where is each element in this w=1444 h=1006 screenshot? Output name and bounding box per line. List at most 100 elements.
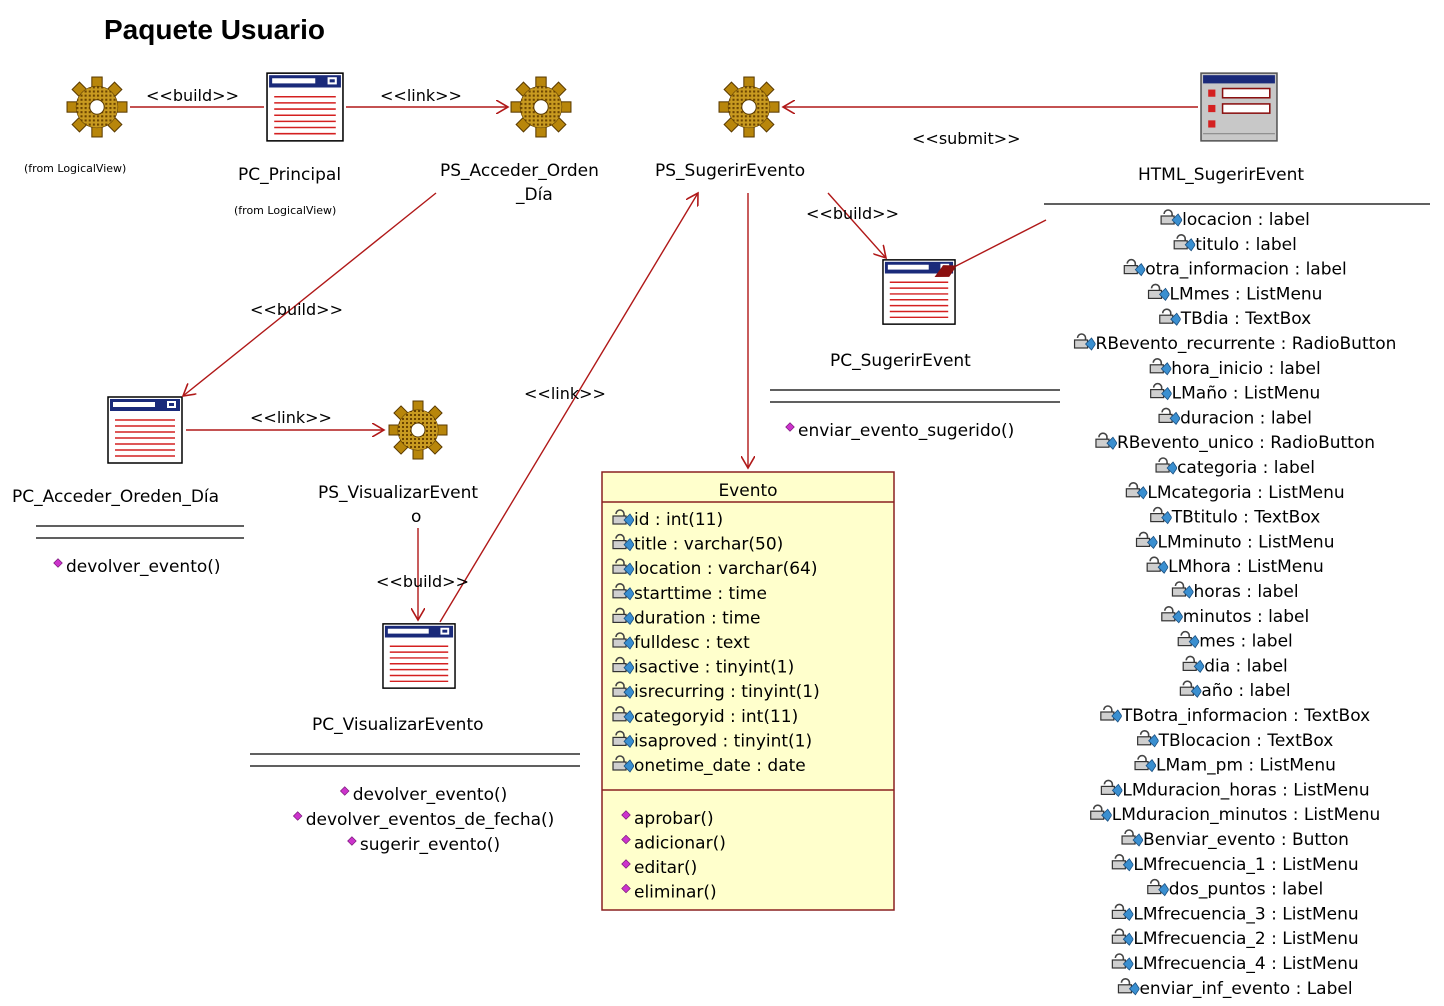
attribute-icon bbox=[1100, 705, 1122, 723]
node-label-ps-acceder-1: PS_Acceder_Orden bbox=[440, 161, 599, 181]
attribute-icon bbox=[1135, 531, 1158, 550]
attribute-icon bbox=[1136, 729, 1159, 748]
attribute: categoria : label bbox=[1177, 458, 1315, 478]
operation: adicionar() bbox=[634, 834, 726, 854]
attribute-icon bbox=[1095, 432, 1117, 451]
attribute: dos_puntos : label bbox=[1169, 880, 1323, 900]
operation-icon bbox=[53, 558, 63, 568]
attribute: enviar_inf_evento : Label bbox=[1139, 979, 1352, 999]
attribute: duration : time bbox=[634, 608, 760, 628]
attribute: otra_informacion : label bbox=[1145, 260, 1346, 280]
attribute-icon bbox=[1073, 333, 1096, 351]
form-icon-html-sugerir bbox=[1200, 72, 1278, 142]
gear-icon-ps-acceder bbox=[510, 76, 572, 138]
attribute: TBotra_informacion : TextBox bbox=[1121, 706, 1370, 726]
attribute-icon bbox=[1111, 953, 1134, 971]
stereotype-submit: <<submit>> bbox=[912, 129, 1021, 148]
page-title: Paquete Usuario bbox=[104, 14, 325, 45]
attribute-icon bbox=[1146, 878, 1169, 897]
attribute: LMminuto : ListMenu bbox=[1158, 532, 1335, 552]
attribute-icon bbox=[1149, 506, 1172, 525]
page-icon-pc-sugerir bbox=[882, 259, 956, 325]
attribute: LMfrecuencia_2 : ListMenu bbox=[1133, 929, 1358, 949]
attribute: LMcategoria : ListMenu bbox=[1147, 483, 1344, 503]
attribute: LMfrecuencia_1 : ListMenu bbox=[1133, 855, 1358, 875]
pc-sugerir-operations: enviar_evento_sugerido() bbox=[785, 421, 1014, 441]
operation: eliminar() bbox=[634, 883, 717, 903]
node-label-html-sugerir: HTML_SugerirEvent bbox=[1138, 165, 1304, 185]
attribute: fulldesc : text bbox=[634, 633, 750, 653]
attribute-icon bbox=[1179, 680, 1202, 699]
attribute: LMhora : ListMenu bbox=[1168, 557, 1324, 577]
composition-html-pcsugerir bbox=[956, 219, 1047, 266]
gear-icon-ps-visualizar bbox=[388, 400, 448, 460]
build-arrow-acceder-pccaccceder bbox=[183, 192, 437, 396]
attribute-icon bbox=[1089, 804, 1112, 823]
attribute: isactive : tinyint(1) bbox=[634, 658, 794, 678]
attribute-icon bbox=[1173, 234, 1196, 252]
operation: editar() bbox=[634, 858, 697, 878]
operation-icon bbox=[293, 811, 303, 821]
attribute-icon bbox=[1123, 258, 1146, 277]
attribute: categoryid : int(11) bbox=[634, 707, 798, 727]
attribute-icon bbox=[1100, 779, 1123, 798]
attribute-icon bbox=[1155, 457, 1178, 475]
attribute: LMfrecuencia_3 : ListMenu bbox=[1133, 904, 1358, 924]
relationships bbox=[130, 107, 1198, 623]
operation: sugerir_evento() bbox=[360, 835, 500, 855]
class-evento: Evento id : int(11)title : varchar(50)lo… bbox=[601, 471, 895, 911]
stereotype-link-1: <<link>> bbox=[380, 86, 462, 105]
attribute: title : varchar(50) bbox=[634, 535, 783, 555]
attribute-icon bbox=[1160, 605, 1183, 624]
attribute: LMduracion_horas : ListMenu bbox=[1122, 780, 1369, 800]
operation-icon bbox=[347, 836, 357, 846]
node-label-ps-visualizar-1: PS_VisualizarEvent bbox=[318, 483, 478, 503]
gear-icon-ps-sugerir bbox=[718, 76, 780, 138]
attribute-icon bbox=[1111, 853, 1134, 872]
node-label-ps-visualizar-2: o bbox=[411, 507, 421, 527]
attribute: dia : label bbox=[1204, 656, 1288, 676]
pc-acceder-operations: devolver_evento() bbox=[53, 557, 221, 577]
attribute-icon bbox=[1149, 357, 1172, 376]
attribute: LMduracion_minutos : ListMenu bbox=[1112, 805, 1381, 825]
node-label-ps-acceder-2: _Día bbox=[515, 185, 553, 205]
build-arrow-sugerir-pcsugerir bbox=[827, 192, 886, 258]
attribute-icon bbox=[1171, 581, 1194, 599]
link-arrow-pcvisualizar-sugerir bbox=[439, 193, 698, 623]
attribute: Benviar_evento : Button bbox=[1143, 830, 1349, 850]
attribute: LMfrecuencia_4 : ListMenu bbox=[1133, 954, 1358, 974]
stereotype-link-3: <<link>> bbox=[524, 384, 606, 403]
operation: aprobar() bbox=[634, 809, 714, 829]
attribute-icon bbox=[1182, 655, 1205, 674]
attribute: horas : label bbox=[1193, 582, 1298, 602]
attribute: TBdia : TextBox bbox=[1180, 309, 1312, 329]
attribute-icon bbox=[1111, 903, 1134, 922]
class-evento-operations: aprobar() adicionar() editar() eliminar() bbox=[621, 809, 726, 903]
attribute: mes : label bbox=[1199, 632, 1293, 652]
stereotype-build-2: <<build>> bbox=[250, 300, 343, 319]
attribute-icon bbox=[1111, 928, 1134, 947]
class-evento-attributes: id : int(11)title : varchar(50)location … bbox=[612, 509, 820, 776]
page-icon-pc-visualizar bbox=[382, 623, 456, 689]
from-note-principal: (from LogicalView) bbox=[234, 204, 336, 217]
attribute-icon bbox=[1160, 209, 1183, 227]
attribute: LMmes : ListMenu bbox=[1170, 284, 1323, 304]
node-label-pc-acceder: PC_Acceder_Oreden_Día bbox=[12, 487, 219, 507]
stereotype-build-1: <<build>> bbox=[146, 86, 239, 105]
pc-visualizar-operations: devolver_evento()devolver_eventos_de_fec… bbox=[293, 785, 554, 855]
attribute: isrecurring : tinyint(1) bbox=[634, 682, 820, 702]
operation-icon bbox=[340, 786, 350, 796]
attribute: isaproved : tinyint(1) bbox=[634, 731, 812, 751]
attribute-icon bbox=[1177, 630, 1200, 649]
attribute: titulo : label bbox=[1195, 235, 1297, 255]
attribute-icon bbox=[1158, 407, 1181, 426]
stereotype-link-2: <<link>> bbox=[250, 408, 332, 427]
gear-icon-logicalview bbox=[66, 76, 128, 138]
operation-icon bbox=[785, 422, 795, 432]
class-evento-box bbox=[601, 471, 895, 911]
from-note-logical: (from LogicalView) bbox=[24, 162, 126, 175]
stereotype-build-3: <<build>> bbox=[806, 204, 899, 223]
attribute: duracion : label bbox=[1180, 408, 1312, 428]
